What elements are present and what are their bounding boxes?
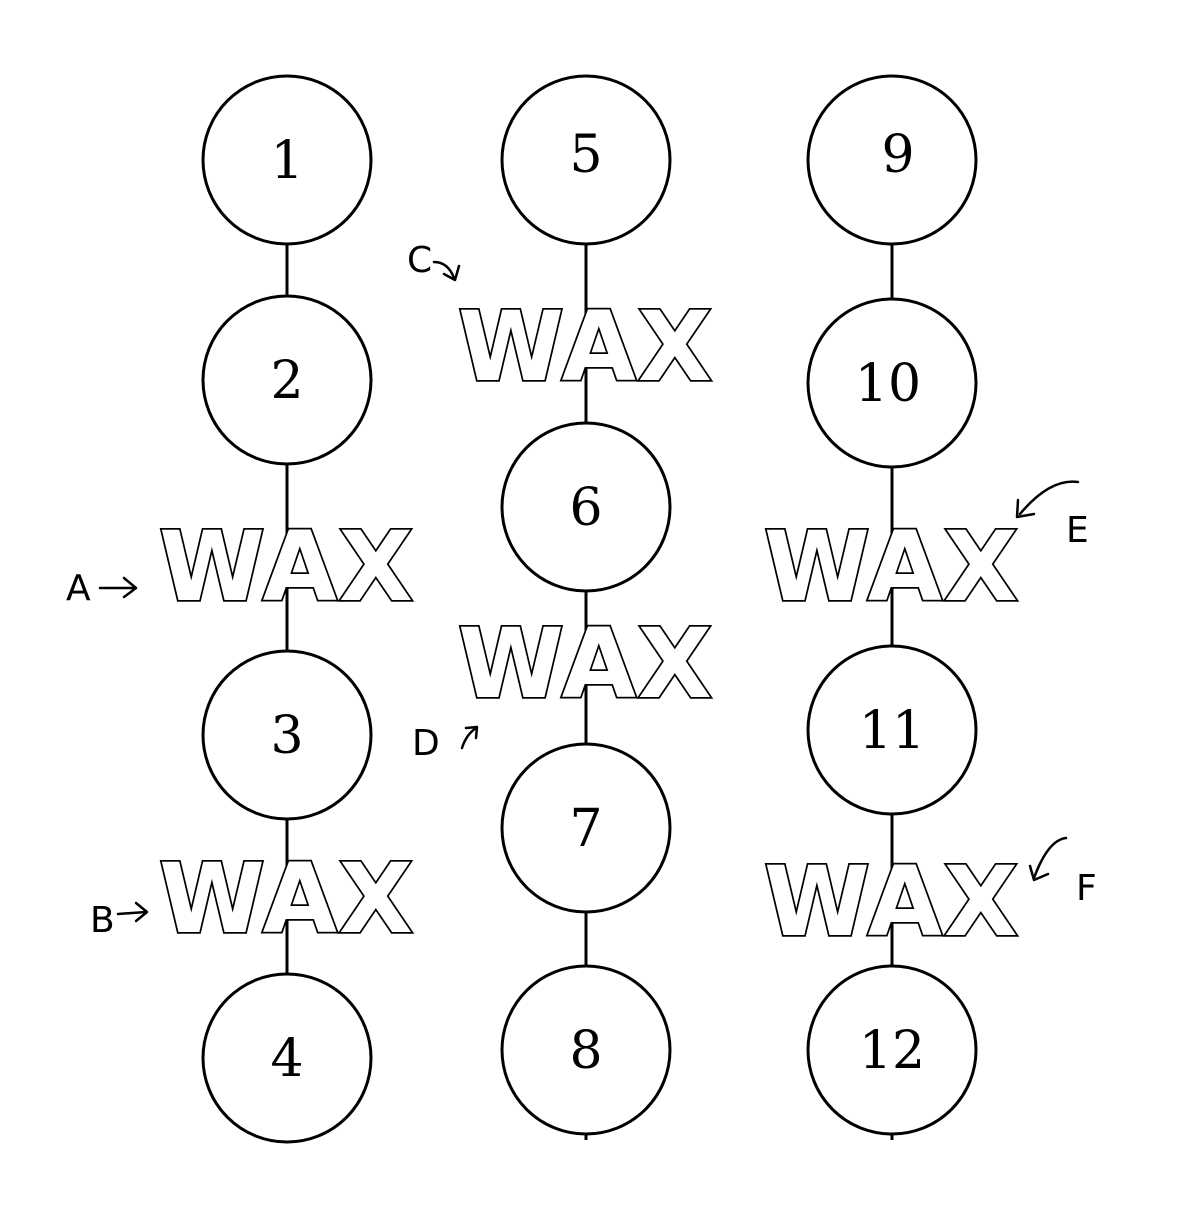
svg-text:10: 10 [855,354,921,414]
svg-text:11: 11 [859,701,925,761]
svg-text:7: 7 [569,799,602,859]
wax-label-f: WAX [764,846,1020,958]
svg-text:2: 2 [270,351,303,411]
marker-b: B [90,900,115,941]
marker-c: C [407,240,432,281]
arrow-d-icon [460,725,479,750]
wax-label-e: WAX [764,511,1020,623]
node-2: 2 [201,294,373,466]
wax-label-c: WAX [458,291,714,403]
wax-label-a: WAX [159,511,415,623]
node-3: 3 [201,649,373,821]
node-8: 8 [500,964,672,1136]
svg-text:1: 1 [270,131,303,191]
svg-text:3: 3 [270,706,303,766]
svg-text:9: 9 [881,125,914,185]
arrow-f-icon [1028,836,1068,882]
node-9: 9 [806,74,978,246]
svg-text:6: 6 [569,478,602,538]
wax-label-b: WAX [159,843,415,955]
marker-d: D [412,723,440,764]
marker-a: A [66,568,91,609]
node-12: 12 [806,964,978,1136]
arrow-c-icon [432,260,461,282]
svg-text:8: 8 [569,1021,602,1081]
svg-text:12: 12 [859,1021,925,1081]
arrow-a-icon [98,576,138,599]
svg-text:5: 5 [569,125,602,185]
node-7: 7 [500,742,672,914]
wax-label-d: WAX [458,608,714,720]
node-6: 6 [500,421,672,593]
marker-f: F [1076,868,1097,909]
node-5: 5 [500,74,672,246]
svg-text:4: 4 [270,1029,303,1089]
node-4: 4 [201,972,373,1144]
arrow-b-icon [116,901,149,923]
node-10: 10 [806,297,978,469]
marker-e: E [1066,510,1089,551]
node-11: 11 [806,644,978,816]
arrow-e-icon [1015,480,1080,519]
node-1: 1 [201,74,373,246]
